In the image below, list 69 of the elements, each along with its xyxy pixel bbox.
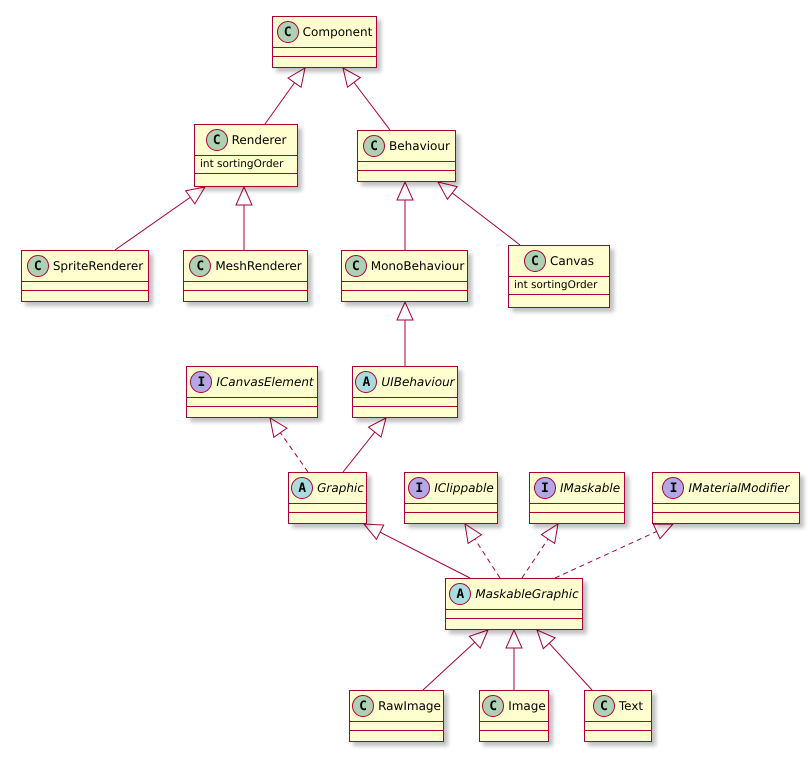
class-box	[21, 250, 149, 302]
class-box	[349, 690, 444, 742]
inheritance-arrow	[342, 68, 390, 130]
class-name: Canvas	[550, 254, 594, 268]
class-name: MeshRenderer	[215, 259, 302, 273]
inheritance-arrow	[506, 630, 522, 690]
stereotype-circle: C	[524, 250, 546, 272]
class-name: ICanvasElement	[216, 375, 314, 389]
class-name: Component	[302, 25, 372, 39]
stereotype-circle: C	[206, 129, 228, 151]
class-name: RawImage	[378, 699, 441, 713]
class-name: SpriteRenderer	[52, 259, 144, 273]
class-box	[186, 366, 318, 418]
class-name: IClippable	[434, 481, 494, 495]
inheritance-arrow	[342, 418, 386, 472]
stereotype-circle: C	[344, 255, 367, 277]
class-name: IMaterialModifier	[688, 481, 790, 495]
class-name: MaskableGraphic	[475, 587, 579, 601]
class-name: UIBehaviour	[381, 375, 455, 389]
class-box	[341, 250, 468, 302]
stereotype-circle: C	[592, 695, 615, 717]
stereotype-circle: C	[363, 135, 386, 157]
stereotype-circle: I	[190, 371, 212, 393]
stereotype-circle: A	[449, 583, 472, 605]
class-box	[272, 16, 377, 68]
stereotype-circle: A	[355, 371, 378, 393]
class-name: Behaviour	[389, 139, 450, 153]
inheritance-arrow	[114, 186, 206, 250]
class-box	[183, 250, 308, 302]
inheritance-arrow	[438, 182, 520, 246]
class-box	[352, 366, 458, 418]
class-name: MonoBehaviour	[370, 259, 464, 273]
realization-arrow	[554, 524, 674, 578]
class-box	[584, 690, 652, 742]
class-box	[445, 578, 583, 630]
class-name: Renderer	[232, 133, 286, 147]
inheritance-arrow	[536, 630, 592, 690]
stereotype-circle: C	[276, 21, 299, 43]
realization-arrow	[270, 418, 308, 472]
attribute-text: int sortingOrder	[514, 279, 598, 291]
class-box	[529, 472, 625, 524]
class-box	[357, 130, 456, 182]
realization-arrow	[464, 524, 500, 578]
inheritance-arrow	[236, 186, 252, 250]
class-name: Text	[618, 699, 644, 713]
stereotype-circle: A	[291, 477, 314, 499]
attribute-text: int sortingOrder	[200, 158, 284, 170]
class-box	[652, 472, 800, 524]
inheritance-arrow	[364, 524, 470, 578]
class-box	[194, 124, 298, 187]
inheritance-arrow	[396, 182, 414, 250]
inheritance-arrow	[396, 302, 414, 366]
stereotype-circle: C	[482, 695, 504, 717]
stereotype-circle: I	[534, 477, 556, 499]
stereotype-circle: I	[408, 477, 430, 499]
class-name: Image	[508, 699, 546, 713]
class-box	[479, 690, 549, 742]
inheritance-arrow	[422, 630, 488, 690]
class-box	[404, 472, 498, 524]
stereotype-circle: C	[26, 255, 49, 277]
inheritance-arrow	[264, 68, 306, 124]
stereotype-circle: I	[662, 477, 684, 499]
realization-arrow	[522, 524, 558, 578]
stereotype-circle: C	[352, 695, 374, 717]
class-box	[288, 472, 367, 524]
class-box	[508, 245, 610, 308]
stereotype-circle: C	[189, 255, 212, 277]
class-name: IMaskable	[560, 481, 620, 495]
class-name: Graphic	[317, 481, 364, 495]
